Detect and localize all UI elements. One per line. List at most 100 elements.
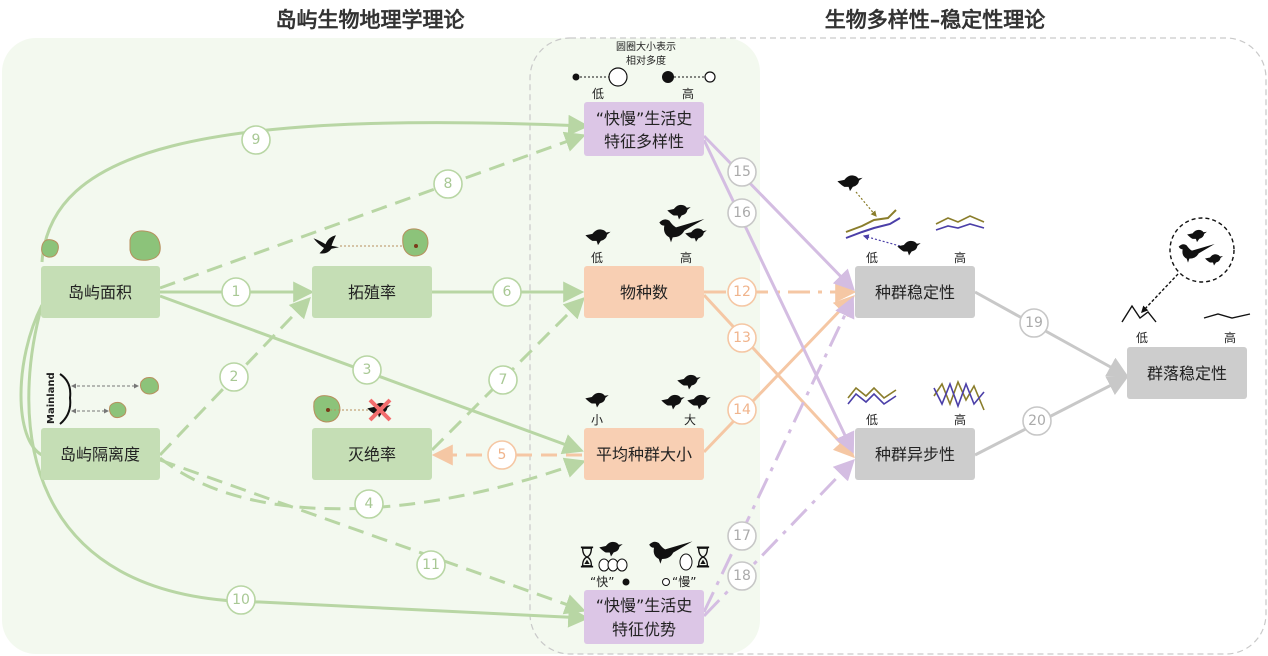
slow-label: “慢” [662, 575, 696, 589]
size-large-label: 大 [684, 413, 696, 427]
stability-branch-blue [845, 217, 901, 239]
async-high-olive [933, 379, 985, 411]
bst-region [529, 37, 1267, 655]
svg-text:物种数: 物种数 [620, 283, 668, 302]
svg-text:特征多样性: 特征多样性 [604, 132, 684, 151]
edge-19 [974, 290, 1129, 378]
small-island-icon [41, 239, 59, 258]
extinct-bird-icon [367, 398, 392, 422]
node-pop-stability: 种群稳定性 [855, 266, 975, 318]
svg-text:16: 16 [733, 205, 751, 221]
svg-text:种群稳定性: 种群稳定性 [875, 283, 955, 302]
target-island-icon [402, 228, 429, 257]
num-8: 8 [433, 169, 463, 199]
svg-text:18: 18 [733, 568, 751, 584]
slow-egg-icon [679, 553, 693, 571]
richness-low-label: 低 [591, 251, 603, 265]
node-community-stability: 群落稳定性 [1127, 347, 1247, 399]
svg-text:群落稳定性: 群落稳定性 [1147, 364, 1227, 383]
node-island-area: 岛屿面积 [41, 266, 160, 318]
num-2: 2 [219, 362, 249, 392]
svg-text:“慢”: “慢” [672, 575, 696, 589]
svg-text:种群异步性: 种群异步性 [875, 445, 955, 464]
svg-text:4: 4 [365, 496, 374, 512]
node-species-richness: 物种数 [584, 266, 704, 318]
svg-text:“快”: “快” [590, 575, 614, 589]
svg-text:2: 2 [230, 369, 239, 385]
svg-text:岛屿面积: 岛屿面积 [68, 283, 132, 302]
edge-14 [702, 294, 855, 454]
num-12: 12 [727, 277, 757, 307]
svg-text:1: 1 [232, 284, 241, 300]
node-lh-dominance: “快慢”生活史 特征优势 [584, 590, 704, 644]
svg-text:10: 10 [232, 592, 250, 608]
legend-low-diversity [572, 67, 628, 87]
svg-text:17: 17 [733, 528, 751, 544]
edge-17 [702, 296, 855, 613]
stability-olive-arrow [855, 191, 877, 217]
svg-text:8: 8 [444, 176, 453, 192]
extinct-island-icon [313, 395, 341, 423]
svg-text:特征优势: 特征优势 [612, 620, 676, 639]
edge-big-left [19, 304, 44, 457]
svg-text:19: 19 [1025, 315, 1043, 331]
edge-16 [702, 139, 855, 454]
node-extinction: 灭绝率 [312, 428, 432, 480]
svg-text:3: 3 [363, 362, 372, 378]
num-19: 19 [1019, 308, 1049, 338]
num-20: 20 [1022, 406, 1052, 436]
section-title-bst: 生物多样性–稳定性理论 [825, 8, 1046, 32]
legend-low: 低 [592, 87, 604, 101]
fast-label: “快” [590, 575, 630, 589]
stability-lines-high2 [935, 223, 985, 231]
near-island-icon [109, 401, 127, 419]
svg-text:岛屿隔离度: 岛屿隔离度 [60, 445, 140, 464]
num-13: 13 [727, 323, 757, 353]
svg-text:11: 11 [422, 557, 440, 573]
stability-branch-olive [845, 209, 897, 233]
stability-lines-high [935, 215, 985, 225]
async-high-label: 高 [954, 412, 966, 427]
svg-text:“快慢”生活史: “快慢”生活史 [596, 109, 693, 128]
richness-high-label: 高 [680, 250, 692, 265]
edge-15 [702, 134, 855, 292]
num-15: 15 [727, 157, 757, 187]
stability-bird2-icon [897, 240, 921, 256]
community-birds-icon [1169, 217, 1235, 283]
community-low-label: 低 [1136, 331, 1148, 345]
community-high-label: 高 [1224, 330, 1236, 345]
node-island-isolation: 岛屿隔离度 [41, 428, 160, 480]
community-arrow [1141, 273, 1179, 314]
num-10: 10 [226, 585, 256, 615]
svg-text:9: 9 [252, 132, 261, 148]
fast-eggs-icon [598, 558, 628, 572]
node-pop-asynchrony: 种群异步性 [855, 428, 975, 480]
stability-bird-icon [837, 175, 863, 192]
mainland-icon: Mainland [46, 372, 72, 425]
num-4: 4 [354, 489, 384, 519]
svg-text:20: 20 [1028, 413, 1046, 429]
stability-low-label: 低 [866, 251, 878, 265]
stability-high-label: 高 [954, 250, 966, 265]
legend-high-diversity [662, 71, 716, 83]
num-5: 5 [487, 440, 517, 470]
num-16: 16 [727, 198, 757, 228]
large-island-icon [129, 230, 161, 261]
num-18: 18 [727, 561, 757, 591]
num-6: 6 [492, 277, 522, 307]
far-island-icon [140, 377, 159, 395]
size-small-label: 小 [591, 413, 603, 427]
num-1: 1 [221, 277, 251, 307]
svg-text:Mainland: Mainland [46, 372, 57, 424]
svg-text:6: 6 [503, 284, 512, 300]
num-3: 3 [352, 355, 382, 385]
node-lh-diversity: “快慢”生活史 特征多样性 [584, 102, 704, 156]
svg-text:5: 5 [498, 447, 507, 463]
svg-text:15: 15 [733, 164, 751, 180]
node-mean-pop-size: 平均种群大小 [584, 428, 704, 480]
legend-high: 高 [682, 86, 694, 101]
async-low-olive [847, 386, 897, 400]
async-high-blue [933, 381, 985, 409]
num-9: 9 [241, 125, 271, 155]
